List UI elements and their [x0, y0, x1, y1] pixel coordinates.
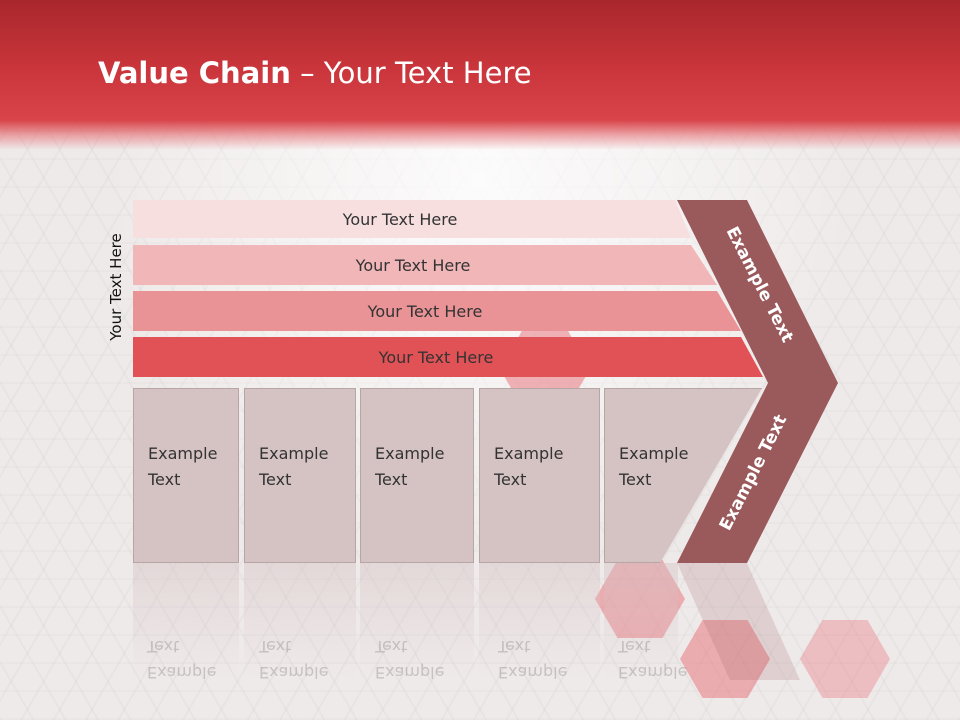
bar-1: Your Text Here — [133, 200, 691, 238]
box-5-line2: Text — [619, 470, 652, 489]
box-3-line1: Example — [375, 444, 445, 463]
bar-2: Your Text Here — [133, 245, 717, 285]
slide-title: Value Chain – Your Text Here — [98, 56, 532, 90]
box-4-line2: Text — [494, 470, 527, 489]
bar-4-label: Your Text Here — [378, 347, 494, 367]
reflection-box — [244, 563, 356, 693]
box-1-line1: Example — [148, 444, 218, 463]
bar-1-label: Your Text Here — [342, 209, 458, 229]
chevron-shape — [677, 200, 838, 563]
bar-2-label: Your Text Here — [355, 255, 471, 275]
reflection-box — [133, 563, 239, 693]
reflection-box — [360, 563, 474, 693]
reflection-box — [604, 563, 678, 693]
title-rest: – Your Text Here — [290, 56, 532, 90]
bar-3: Your Text Here — [133, 291, 741, 331]
box-3-line2: Text — [375, 470, 408, 489]
box-1-line2: Text — [148, 470, 181, 489]
box-4-line1: Example — [494, 444, 564, 463]
red-hexagon-decoration — [680, 620, 770, 698]
box-2-line1: Example — [259, 444, 329, 463]
box-5-line1: Example — [619, 444, 689, 463]
title-bold: Value Chain — [98, 56, 291, 90]
reflection-box — [479, 563, 600, 693]
header-band — [0, 0, 960, 150]
box-2-line2: Text — [259, 470, 292, 489]
red-hexagon-decoration — [595, 560, 685, 638]
chevron-reflection — [677, 563, 800, 680]
bar-4: Your Text Here — [133, 337, 763, 377]
bar-3-label: Your Text Here — [367, 301, 483, 321]
red-hexagon-decoration — [800, 620, 890, 698]
